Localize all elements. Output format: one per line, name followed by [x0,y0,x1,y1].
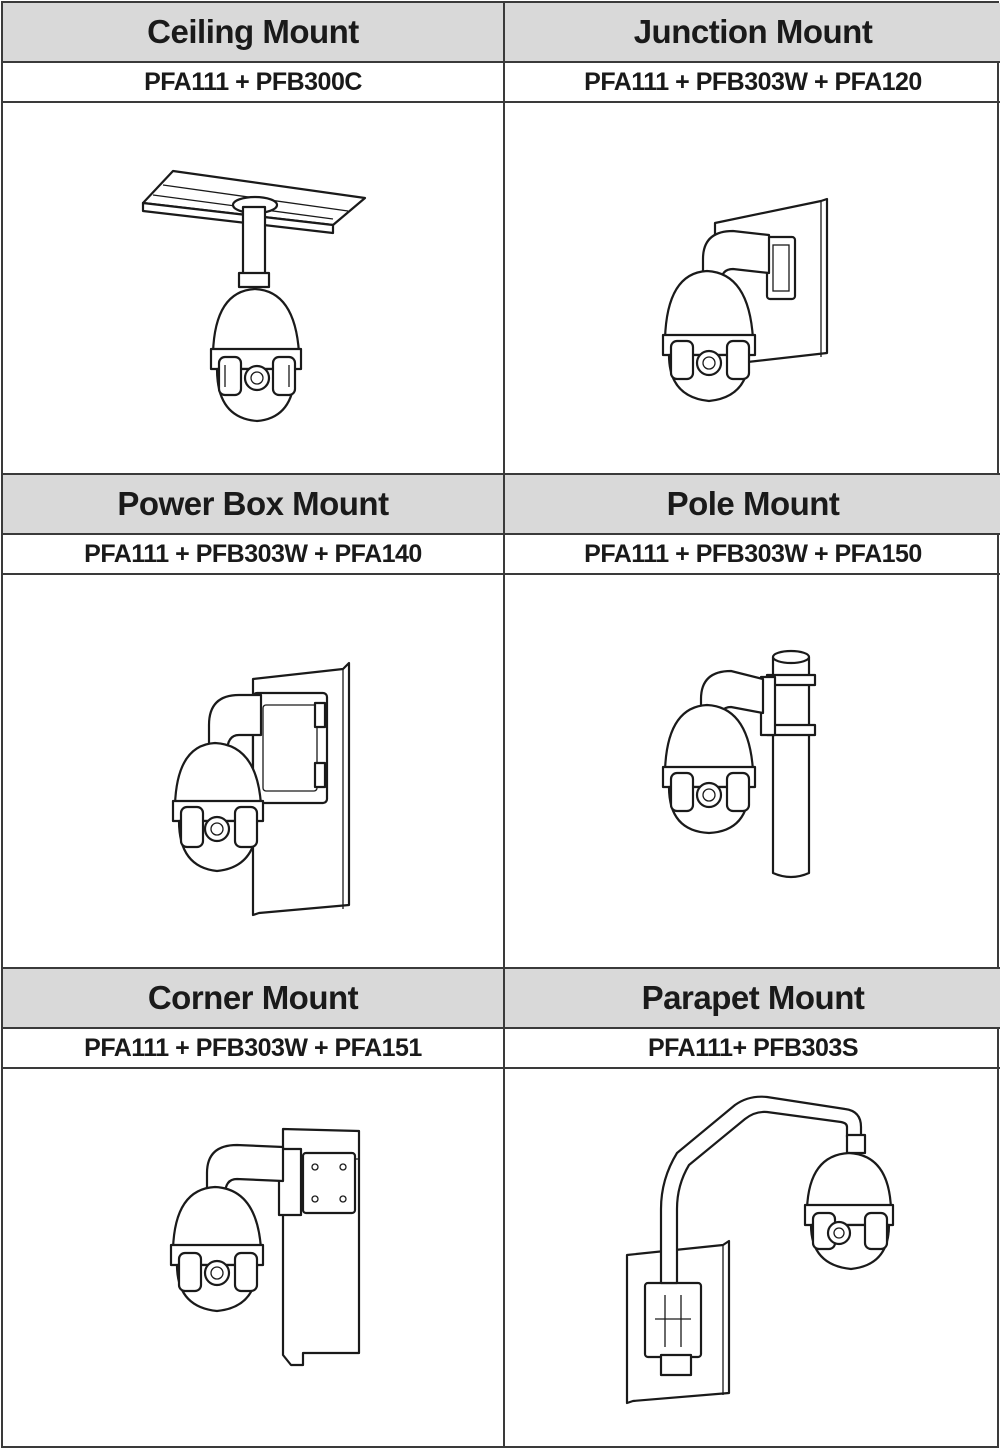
mount-cell-pole: Pole Mount PFA111 + PFB303W + PFA150 [505,475,1000,967]
mount-column-left: Ceiling Mount PFA111 + PFB300C [3,3,503,1446]
mount-model: PFA111+ PFB303S [505,1029,1000,1069]
ceiling-mount-camera-icon [3,103,503,473]
mount-title: Parapet Mount [505,969,1000,1029]
mount-title: Power Box Mount [3,475,503,535]
mount-model: PFA111 + PFB303W + PFA120 [505,63,1000,103]
mount-cell-power-box: Power Box Mount PFA111 + PFB303W + PFA14… [3,475,503,967]
mount-title: Junction Mount [505,3,1000,63]
junction-mount-camera-icon [505,103,1000,473]
mount-model: PFA111 + PFB303W + PFA151 [3,1029,503,1069]
mount-title: Ceiling Mount [3,3,503,63]
corner-mount-camera-icon [3,1069,503,1449]
mount-title: Corner Mount [3,969,503,1029]
mount-model: PFA111 + PFB303W + PFA150 [505,535,1000,575]
mount-cell-ceiling: Ceiling Mount PFA111 + PFB300C [3,3,503,473]
mount-model: PFA111 + PFB300C [3,63,503,103]
power-box-mount-camera-icon [3,575,503,967]
parapet-mount-camera-icon [505,1069,1000,1449]
mount-title: Pole Mount [505,475,1000,535]
mount-column-right: Junction Mount PFA111 + PFB303W + PFA120 [503,3,1000,1446]
mount-cell-junction: Junction Mount PFA111 + PFB303W + PFA120 [505,3,1000,473]
pole-mount-camera-icon [505,575,1000,967]
mount-cell-parapet: Parapet Mount PFA111+ PFB303S [505,969,1000,1449]
mount-cell-corner: Corner Mount PFA111 + PFB303W + PFA151 [3,969,503,1449]
mount-model: PFA111 + PFB303W + PFA140 [3,535,503,575]
